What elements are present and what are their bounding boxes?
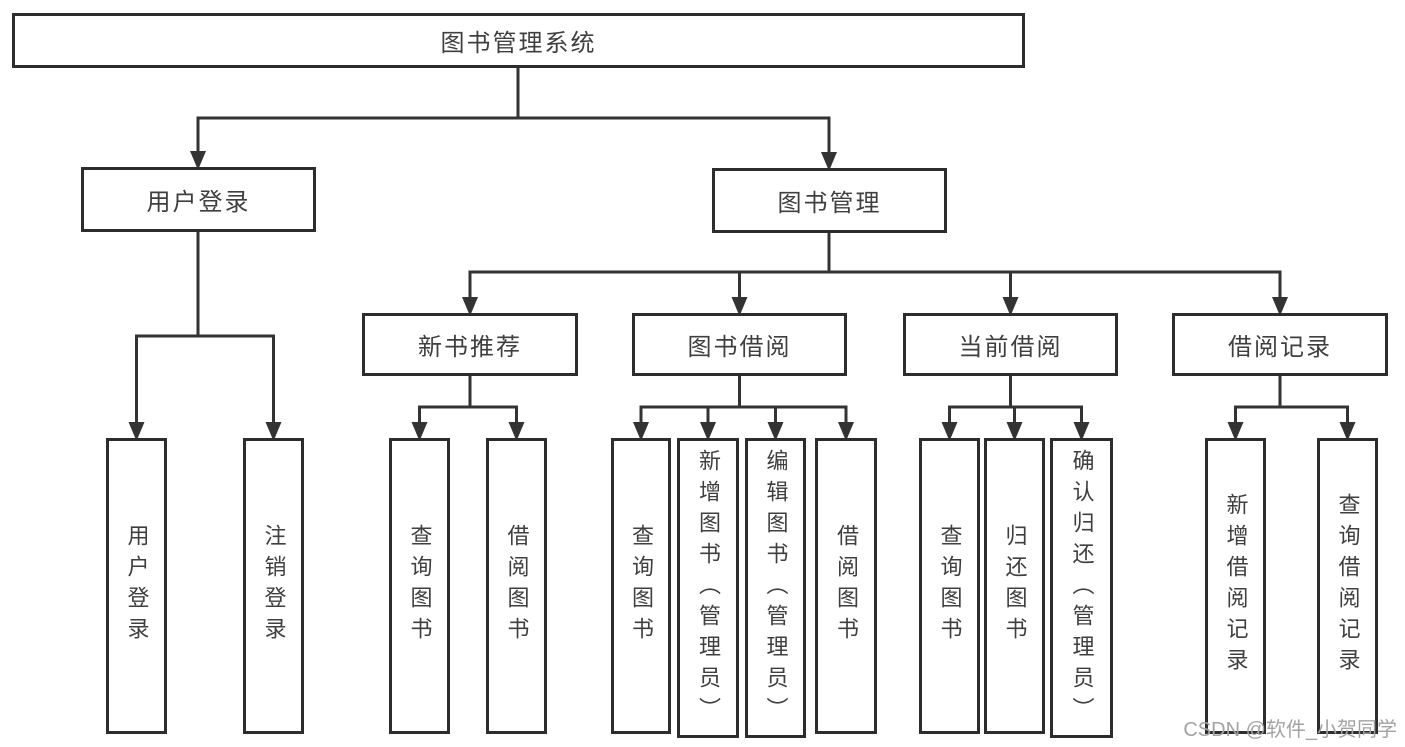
node-label: 新书推荐 [418,334,522,361]
leaf-label: 借阅图书 [504,524,530,648]
leaf-cb-query-book: 查询图书 [919,438,980,734]
leaf-label: 注销登录 [261,524,287,648]
node-label: 图书管理系统 [440,30,597,57]
node-label: 图书借阅 [687,334,792,361]
leaf-label: 归还图书 [1002,524,1028,648]
node-label: 借阅记录 [1228,334,1332,361]
leaf-cb-return-book: 归还图书 [984,438,1045,734]
node-label: 用户登录 [146,189,251,216]
leaf-bb-query-book: 查询图书 [611,438,671,734]
leaf-label: 新增图书（管理员） [696,448,721,728]
node-user-login: 用户登录 [81,167,316,232]
leaf-cb-confirm-return-admin: 确认归还（管理员） [1050,438,1113,738]
leaf-label: 确认归还（管理员） [1069,448,1095,728]
leaf-label: 查询图书 [407,524,433,648]
leaf-br-add-record: 新增借阅记录 [1205,438,1266,734]
node-book-management: 图书管理 [712,168,947,233]
leaf-label: 新增借阅记录 [1223,493,1249,679]
node-borrow-records: 借阅记录 [1172,313,1388,376]
node-label: 当前借阅 [958,334,1063,361]
leaf-label: 查询图书 [937,524,963,648]
leaf-br-query-record: 查询借阅记录 [1317,438,1378,734]
leaf-user-login: 用户登录 [106,438,167,734]
leaf-logout: 注销登录 [243,438,304,734]
node-current-borrow: 当前借阅 [903,313,1118,376]
leaf-bb-edit-book-admin: 编辑图书（管理员） [745,438,806,738]
leaf-bb-borrow-book: 借阅图书 [815,438,877,734]
node-root-library-system: 图书管理系统 [12,13,1025,68]
leaf-rec-borrow-book: 借阅图书 [486,438,547,734]
node-book-borrow: 图书借阅 [632,313,847,376]
leaf-label: 查询图书 [629,524,654,648]
leaf-bb-add-book-admin: 新增图书（管理员） [677,438,739,738]
leaf-label: 查询借阅记录 [1335,493,1361,679]
leaf-label: 编辑图书（管理员） [763,448,789,728]
node-label: 图书管理 [777,190,882,217]
node-new-book-recommend: 新书推荐 [362,313,578,376]
leaf-label: 用户登录 [124,524,150,648]
leaf-label: 借阅图书 [834,524,859,648]
leaf-rec-query-book: 查询图书 [389,438,450,734]
csdn-watermark: CSDN @软件_小贺同学 [1183,719,1397,741]
